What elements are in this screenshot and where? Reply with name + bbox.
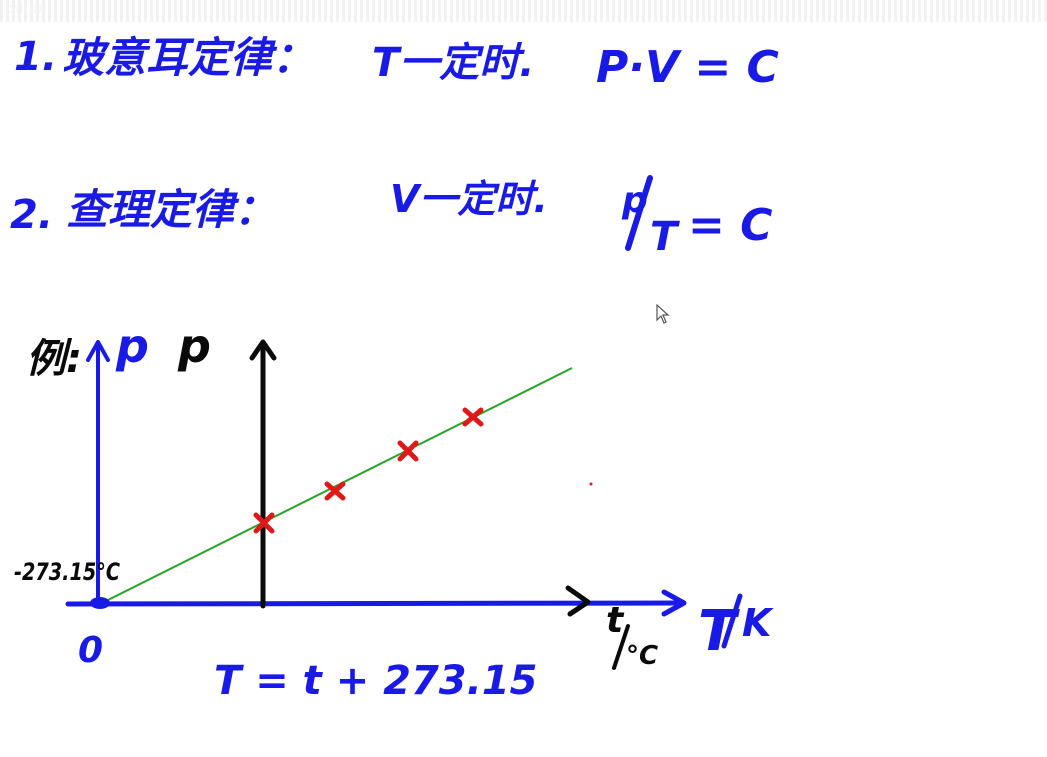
t-axis-label: t — [606, 600, 625, 641]
p-label-blue: p — [115, 319, 149, 373]
T-unit-slash — [721, 593, 743, 649]
law1-row: 1. 玻意耳定律： T一定时. P·V = C — [14, 33, 779, 93]
law2-formula-denominator: T — [650, 214, 680, 260]
origin-dot — [90, 597, 110, 609]
t-axis-arrow — [565, 585, 591, 617]
law1-number: 1. — [14, 34, 57, 80]
T-axis-unit: K — [742, 601, 774, 645]
law2-name: 查理定律： — [66, 185, 276, 234]
origin-label: 0 — [78, 630, 103, 671]
graph: 例: p p -273.15°C 0 t °C T K T = t + 273.… — [14, 319, 774, 704]
watermark-logo: bilibili — [6, 2, 53, 17]
stray-dot — [589, 482, 593, 486]
absolute-zero-label: -273.15°C — [14, 558, 120, 586]
p-label-black: p — [177, 319, 211, 373]
data-mark — [462, 407, 484, 427]
law1-condition: T一定时. — [372, 40, 534, 86]
mouse-cursor-icon — [656, 304, 670, 324]
data-marks — [253, 407, 484, 534]
law2-condition: V一定时. — [390, 177, 548, 221]
data-mark — [253, 512, 275, 534]
law2-row: 2. 查理定律： V一定时. p T = C — [10, 175, 772, 260]
law2-number: 2. — [10, 192, 53, 238]
T-axis-arrow — [661, 589, 687, 617]
law1-formula: P·V = C — [596, 42, 779, 93]
law2-formula-equals: = C — [688, 200, 772, 251]
video-top-strip: bilibili — [0, 0, 1047, 22]
T-axis — [65, 600, 679, 607]
data-mark — [324, 481, 346, 501]
isochoric-line — [99, 367, 573, 605]
t-unit-slash — [612, 624, 630, 670]
law1-name: 玻意耳定律： — [62, 33, 314, 82]
example-label: 例: — [26, 336, 82, 382]
p-axis-blue-arrow — [86, 340, 110, 362]
data-mark — [397, 440, 419, 462]
temperature-relation: T = t + 273.15 — [214, 658, 538, 704]
t-axis-unit: °C — [626, 641, 658, 671]
law2-fraction-slash — [625, 175, 653, 251]
p-axis-black-arrow — [249, 339, 277, 361]
